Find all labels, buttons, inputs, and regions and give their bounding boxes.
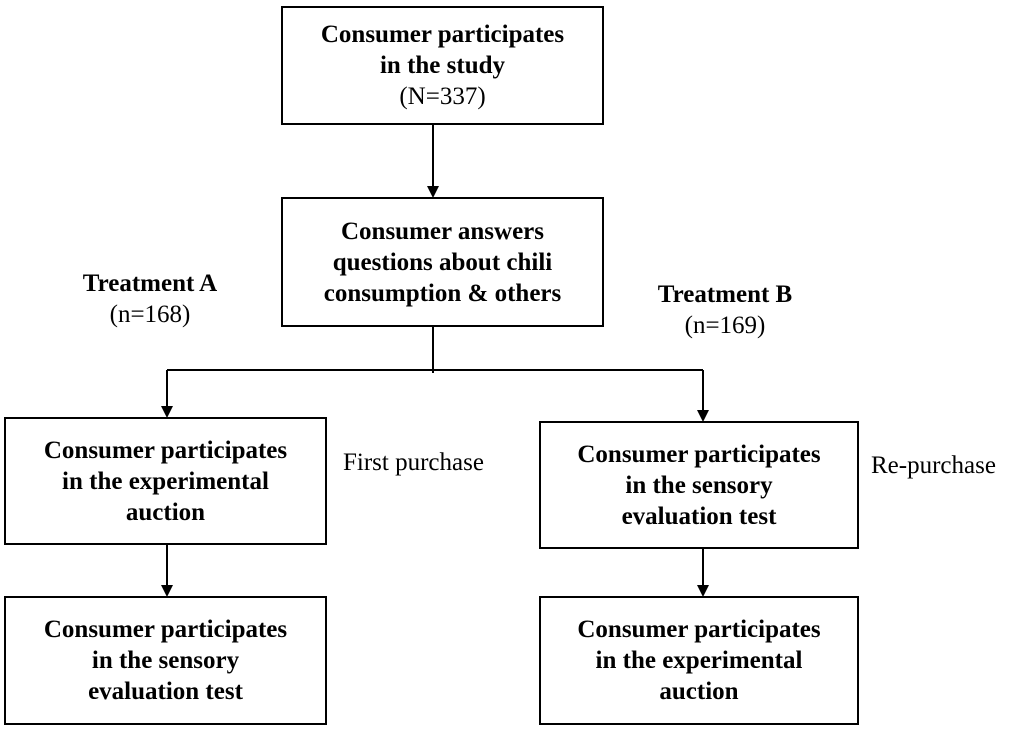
node-b1-line-3: evaluation test [621, 502, 777, 530]
node-questions-line-2: questions about chili [332, 248, 553, 276]
node-a1-line-2: in the experimental [62, 467, 269, 495]
node-a2-line-1: Consumer participates [43, 616, 288, 643]
node-study-line-1: Consumer participates [320, 21, 565, 48]
node-b2-line-3: auction [659, 678, 739, 705]
treatment-b-title: Treatment B [657, 281, 793, 308]
treatment-b-label: Treatment B (n=169) [615, 279, 835, 341]
node-b2-line-1: Consumer participates [577, 616, 821, 643]
node-a2-line-3: evaluation test [88, 678, 243, 705]
node-questions-line-1: Consumer answers [340, 217, 544, 245]
node-questions: Consumer answers questions about chili c… [281, 197, 604, 327]
node-study-line-2: in the study [379, 52, 506, 79]
treatment-a-title: Treatment A [82, 270, 218, 297]
node-b2-line-2: in the experimental [595, 647, 803, 674]
node-a2-line-2: in the sensory [91, 647, 240, 674]
node-b1-line-1: Consumer participates [577, 440, 821, 468]
node-a1: Consumer participates in the experimenta… [4, 417, 327, 545]
node-a2: Consumer participates in the sensory eva… [4, 596, 327, 725]
node-b2: Consumer participates in the experimenta… [539, 596, 859, 725]
node-study-count: (N=337) [399, 83, 486, 110]
treatment-b-count: (n=169) [684, 312, 766, 339]
node-b1: Consumer participates in the sensory eva… [539, 421, 859, 549]
treatment-a-label: Treatment A (n=168) [40, 268, 260, 330]
treatment-a-count: (n=168) [109, 301, 191, 328]
node-a1-line-1: Consumer participates [43, 436, 288, 464]
side-label-repurchase: Re-purchase [871, 452, 996, 479]
node-b1-line-2: in the sensory [625, 471, 773, 499]
side-label-first-purchase: First purchase [343, 449, 484, 476]
node-questions-line-3: consumption & others [323, 279, 562, 307]
node-study: Consumer participates in the study (N=33… [281, 6, 604, 125]
node-a1-line-3: auction [125, 498, 206, 526]
